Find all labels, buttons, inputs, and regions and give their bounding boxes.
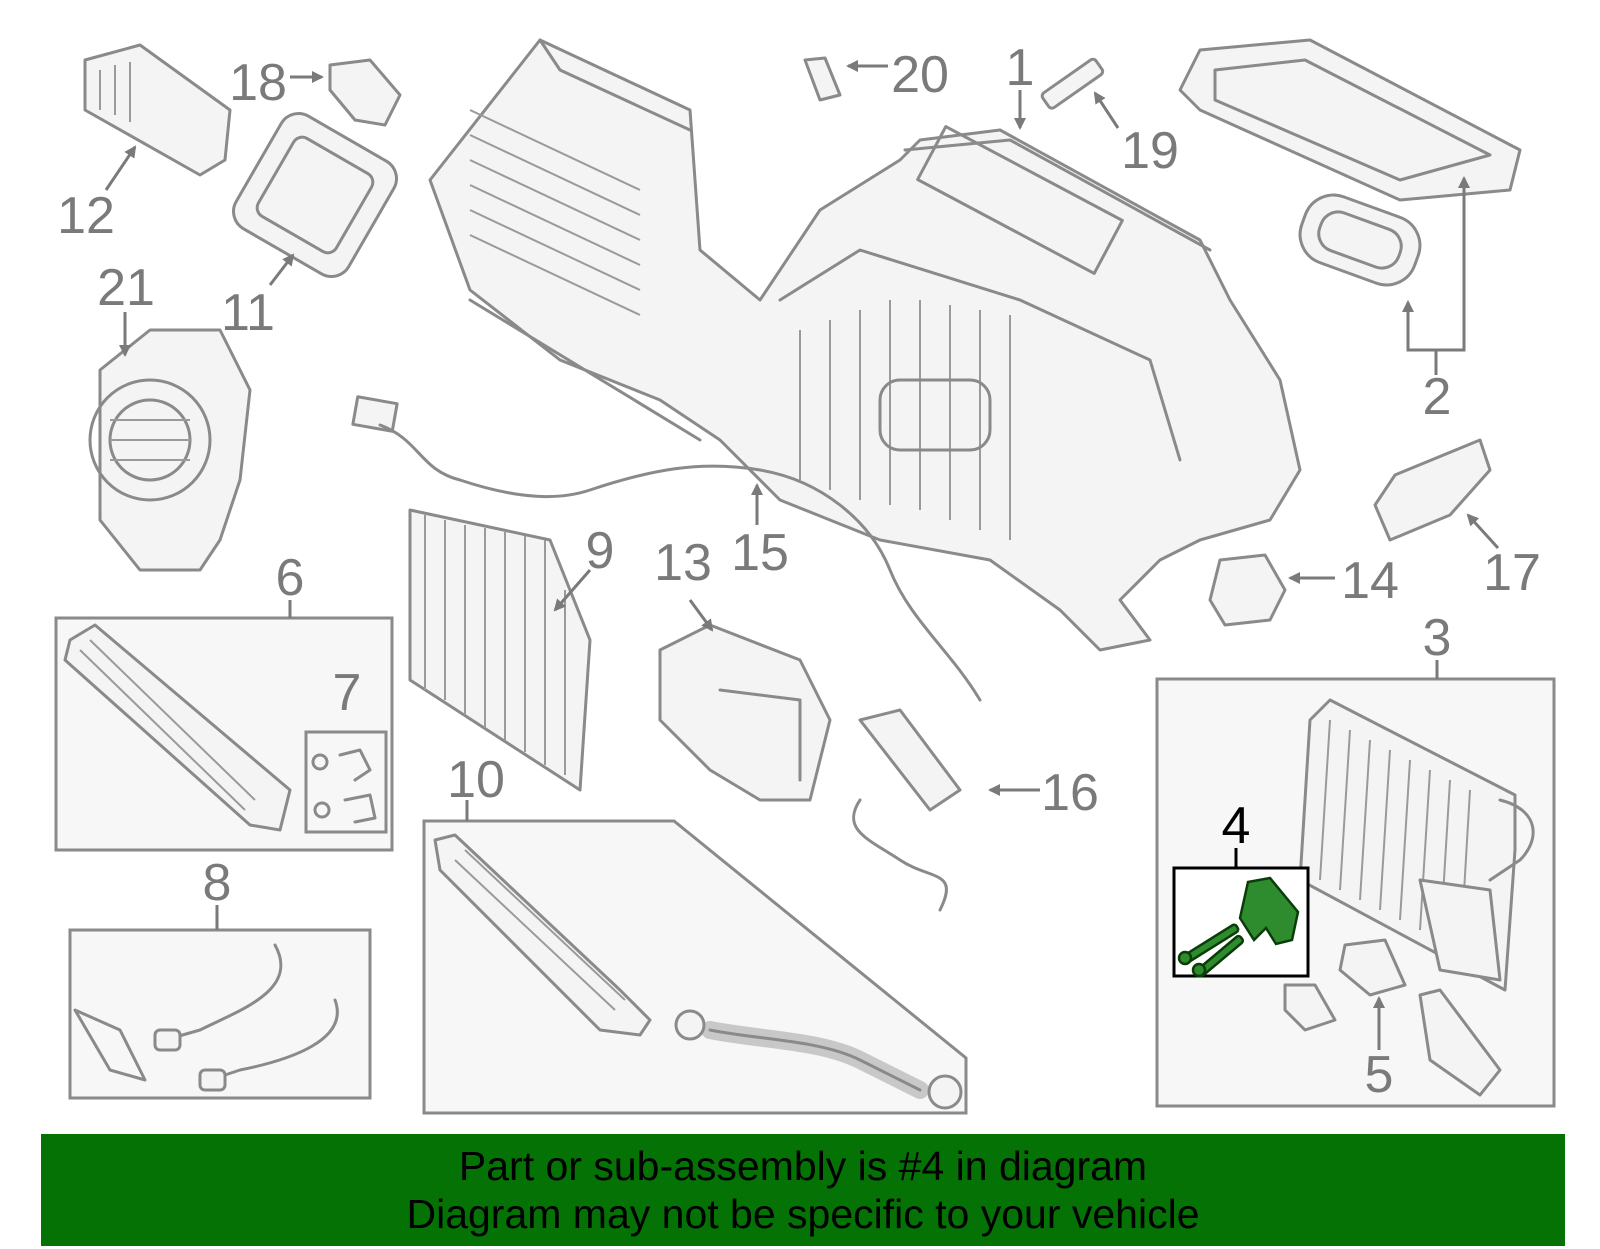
callout-18: 18 [229,54,287,112]
cabin-filter [408,508,592,792]
callout-11: 11 [221,284,275,342]
callout-17: 17 [1483,544,1541,602]
callout-12: 12 [57,187,115,245]
callout-14: 14 [1341,552,1399,610]
callout-9: 9 [586,522,615,580]
callout-10: 10 [447,751,505,809]
callout-13: 13 [654,534,712,592]
callout-6: 6 [276,549,305,607]
callout-20: 20 [891,46,949,104]
box-10 [422,819,968,1115]
part-14 [1208,553,1287,627]
part-20 [803,56,842,102]
callout-21: 21 [97,259,155,317]
info-banner: Part or sub-assembly is #4 in diagram Di… [41,1134,1565,1246]
part-12 [83,43,232,177]
part-11 [232,112,398,278]
callout-2: 2 [1423,368,1452,426]
callout-19: 19 [1121,122,1179,180]
blower-motor [88,328,252,572]
banner-line-2: Diagram may not be specific to your vehi… [406,1191,1200,1237]
callout-8: 8 [203,854,232,912]
box-6 [54,616,394,852]
callout-5: 5 [1365,1046,1394,1104]
box-8 [68,928,372,1100]
leader-lines [104,60,1500,1050]
part-18 [328,58,402,127]
callout-16: 16 [1041,764,1099,822]
callout-7: 7 [333,664,362,722]
banner-line-1: Part or sub-assembly is #4 in diagram [458,1143,1148,1189]
part-19 [1040,57,1105,110]
part-17 [1373,438,1492,542]
seal-set [1178,38,1522,287]
callout-4: 4 [1222,797,1251,855]
part-13 [658,623,832,802]
callout-3: 3 [1423,609,1452,667]
callout-numbers: 1 2 3 4 5 6 7 8 9 10 11 12 13 14 15 16 1… [57,39,1541,1104]
callout-15: 15 [731,524,789,582]
part-4-highlight [1177,876,1300,978]
wiring-harness [351,395,982,912]
callout-1: 1 [1006,39,1035,97]
box-3 [1155,677,1556,1108]
